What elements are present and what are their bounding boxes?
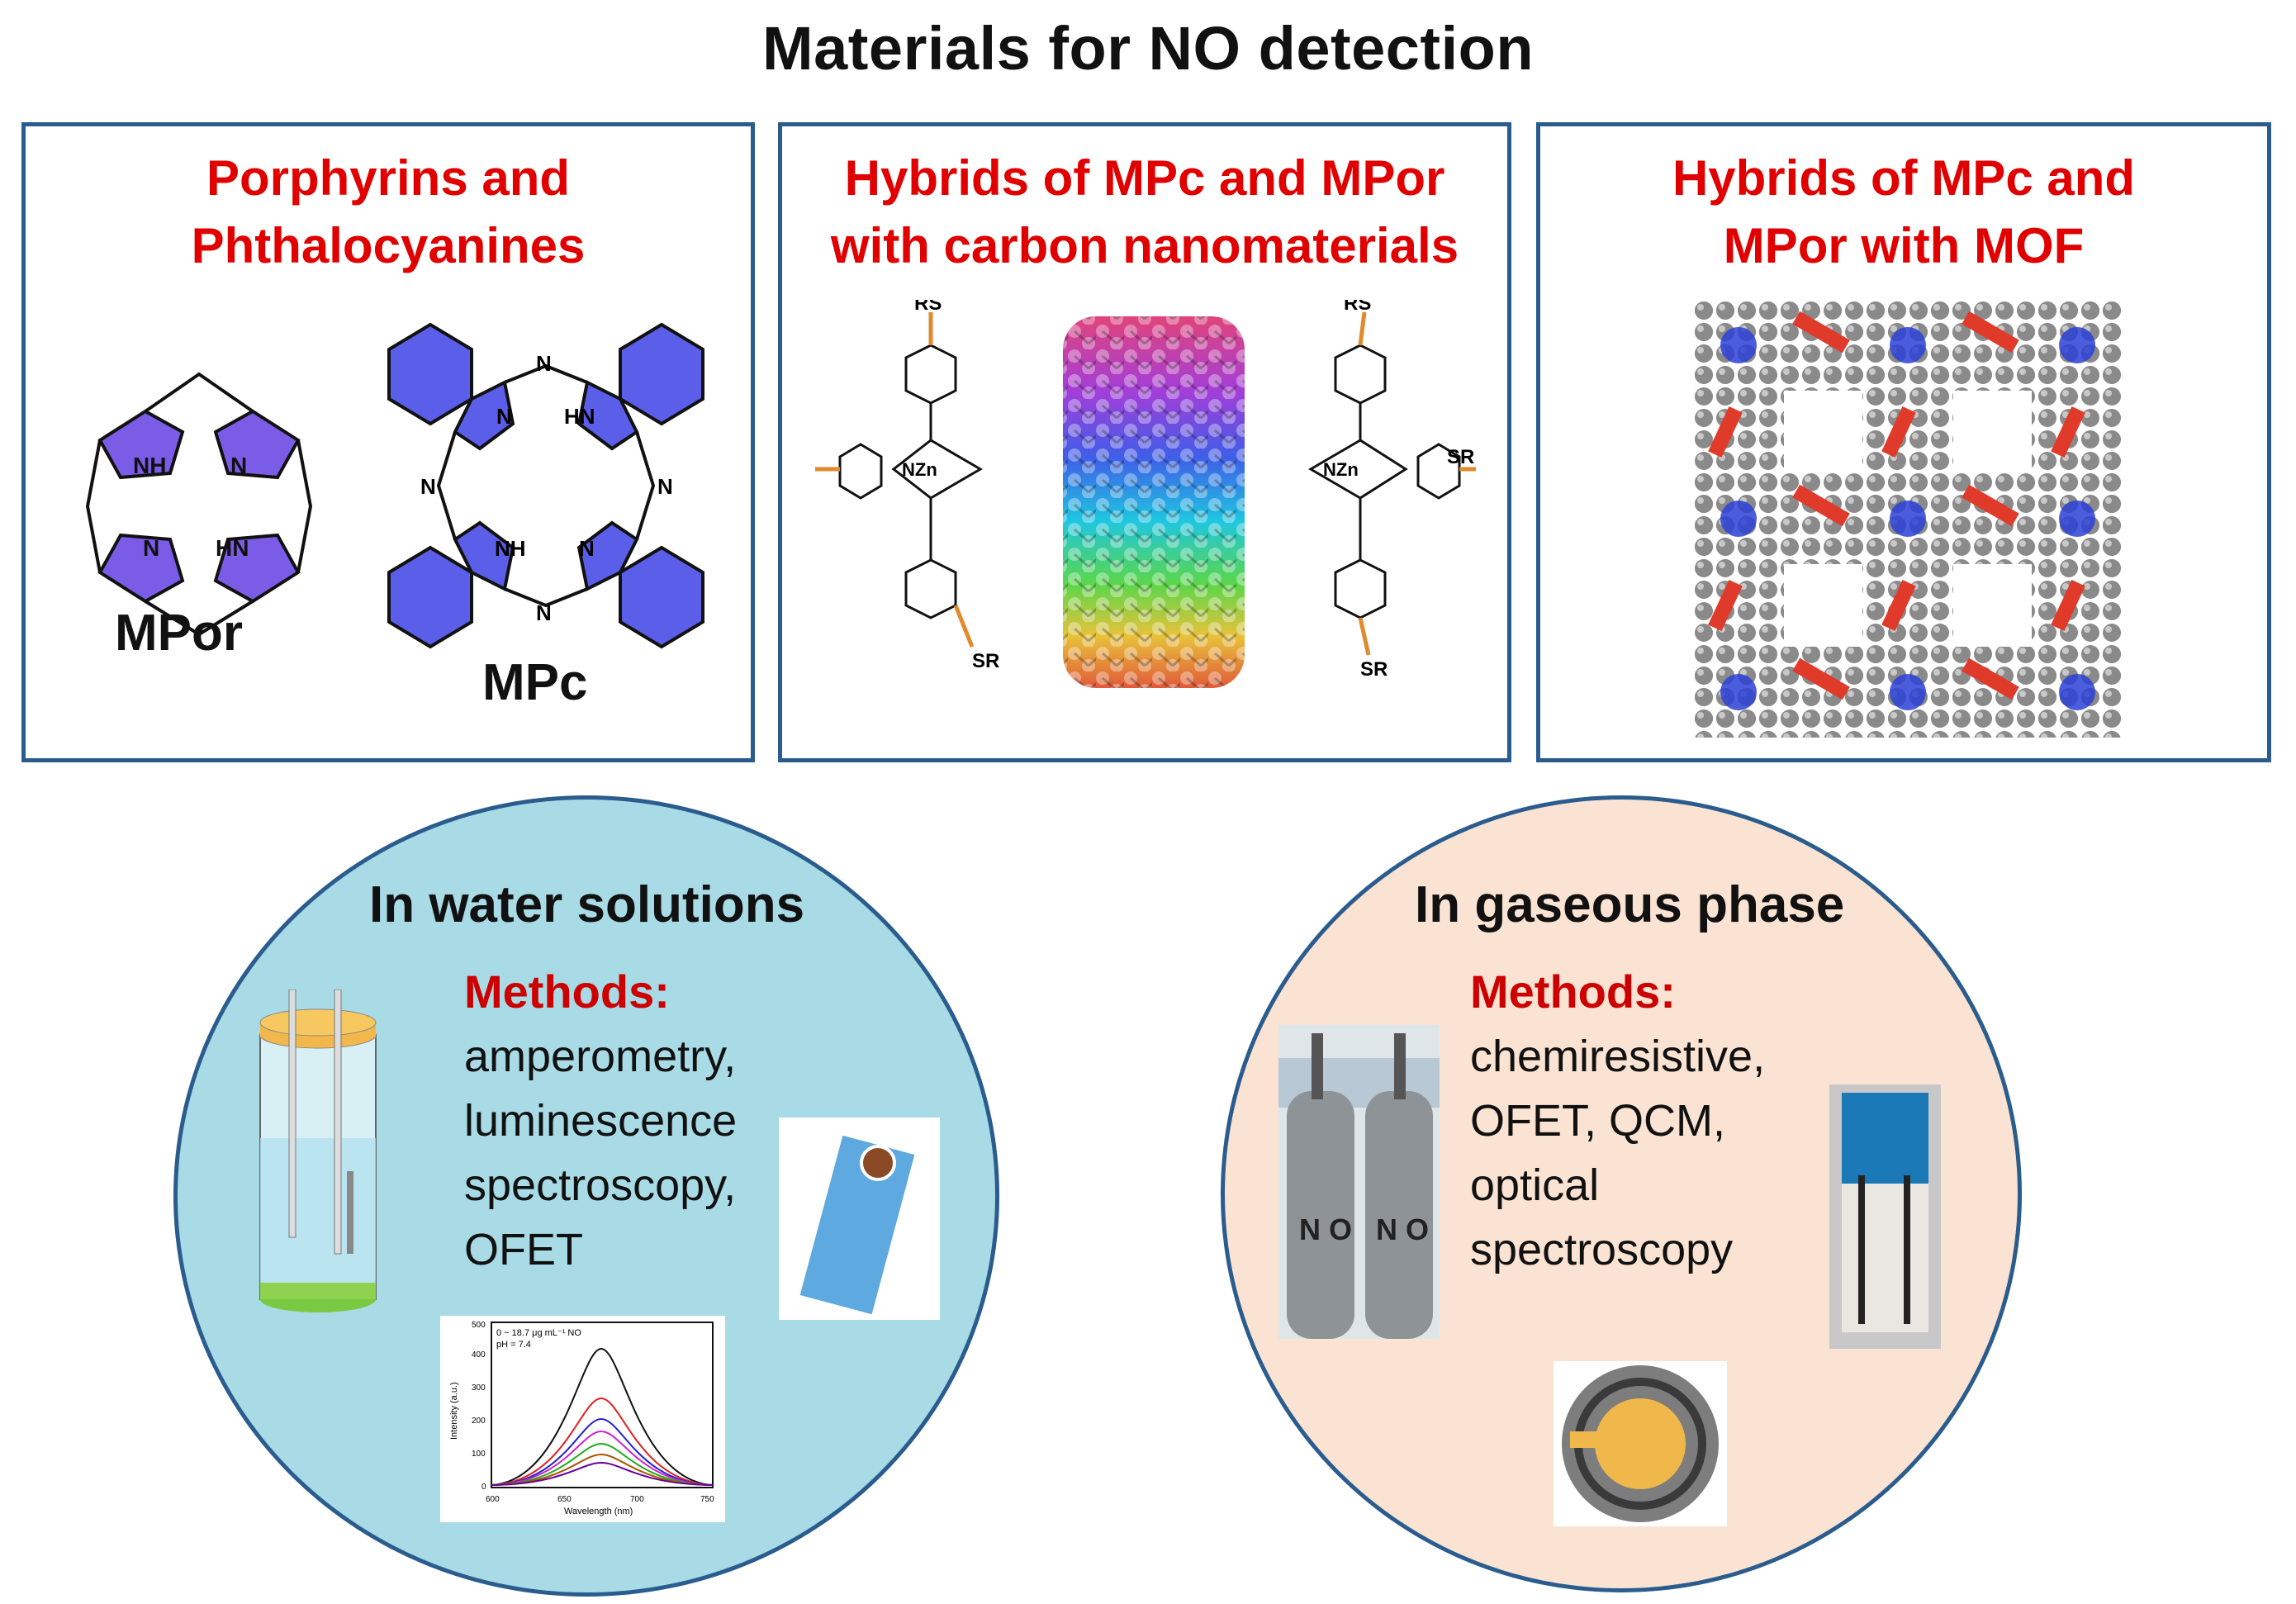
main-title: Materials for NO detection <box>761 14 1535 83</box>
panel-3-title: Hybrids of MPc and MPor with MOF <box>1540 145 2267 280</box>
water-methods-list: amperometry, luminescence spectroscopy, … <box>464 1024 737 1282</box>
spectrum-legend-2: pH = 7.4 <box>496 1340 531 1350</box>
mpc-hn: HN <box>564 404 595 429</box>
gas-methods-list: chemiresistive, OFET, QCM, optical spect… <box>1470 1024 1765 1282</box>
panel-1-title-line-1: Porphyrins and <box>206 150 571 206</box>
label-sr-bottom-right: SR <box>1360 658 1388 681</box>
panel-2-title-line-1: Hybrids of MPc and MPor <box>844 150 1445 206</box>
xtick-650: 650 <box>557 1495 572 1504</box>
chip-sensor-image <box>1829 1084 1941 1349</box>
mpor-label: MPor <box>115 605 243 662</box>
circular-electrode-image <box>1554 1361 1727 1526</box>
label-nzn-right: NZn <box>1323 459 1359 480</box>
mpor-n2: N <box>143 535 159 561</box>
gas-methods-label: Methods: <box>1470 966 1676 1018</box>
panel-3-title-line-1: Hybrids of MPc and <box>1672 150 2136 206</box>
mpc-label: MPc <box>482 654 588 711</box>
panel-carbon-hybrids: Hybrids of MPc and MPor with carbon nano… <box>778 122 1511 762</box>
panel-2-title-line-2: with carbon nanomaterials <box>830 218 1459 273</box>
mof-framework <box>1693 300 2123 738</box>
water-methods-label: Methods: <box>464 966 670 1018</box>
water-method-4: OFET <box>464 1225 583 1274</box>
label-rs-top-left: RS <box>914 300 942 315</box>
test-strip-image <box>779 1118 940 1320</box>
mpc-n: N <box>496 404 512 429</box>
ytick-300: 300 <box>472 1383 486 1393</box>
xtick-700: 700 <box>630 1495 644 1504</box>
mpc-nh: NH <box>495 536 526 561</box>
label-rs-top-right: RS <box>1344 300 1371 315</box>
mpor-hn: HN <box>216 535 249 561</box>
mpor-n1: N <box>230 453 247 478</box>
label-sr-bottom-left: SR <box>972 650 999 672</box>
gas-method-2: OFET, QCM, <box>1470 1096 1725 1146</box>
gas-method-3: optical <box>1470 1160 1600 1210</box>
gas-title: In gaseous phase <box>1415 876 1845 933</box>
mpc-n-bottom: N <box>536 600 552 625</box>
mpc-structure: N N HN N N NH N N <box>387 322 704 649</box>
gas-cylinders-image: N O N O <box>1278 1025 1440 1339</box>
ytick-400: 400 <box>472 1350 486 1360</box>
water-method-1: amperometry, <box>464 1032 737 1081</box>
panel-1-title-line-2: Phthalocyanines <box>191 218 586 273</box>
mpor-structure: NH N N HN <box>85 372 313 637</box>
panel-3-title-line-2: MPor with MOF <box>1723 218 2085 273</box>
water-method-2: luminescence <box>464 1096 738 1146</box>
ytick-0: 0 <box>481 1483 486 1492</box>
cylinder-2-label: N O <box>1376 1212 1429 1246</box>
label-sr-right: SR <box>1447 446 1474 468</box>
spectrum-xlabel: Wavelength (nm) <box>564 1507 633 1516</box>
panel-porphyrins: Porphyrins and Phthalocyanines NH N N HN… <box>21 122 755 762</box>
xtick-600: 600 <box>486 1495 500 1504</box>
water-title: In water solutions <box>369 876 805 933</box>
cylinder-1-label: N O <box>1299 1212 1352 1246</box>
mpc-n-right: N <box>657 474 673 499</box>
mpc-n-top: N <box>536 351 552 376</box>
panel-1-title: Porphyrins and Phthalocyanines <box>26 145 751 280</box>
zn-phthalocyanine-nanotube: RS RS SR SR RS SR NZn NZn <box>815 300 1476 688</box>
xtick-750: 750 <box>700 1495 714 1504</box>
ytick-200: 200 <box>472 1417 486 1426</box>
spectrum-ylabel: Intensity (a.u.) <box>449 1382 459 1440</box>
ytick-100: 100 <box>472 1450 486 1459</box>
label-nzn-left: NZn <box>902 459 937 480</box>
gaseous-phase-circle: In gaseous phase Methods: chemiresistive… <box>1221 795 2022 1592</box>
ytick-500: 500 <box>472 1321 486 1330</box>
mpc-n2: N <box>579 536 595 561</box>
panel-2-title: Hybrids of MPc and MPor with carbon nano… <box>782 145 1507 280</box>
water-solutions-circle: In water solutions Methods: amperometry,… <box>173 795 999 1597</box>
mpc-n-left: N <box>420 474 436 499</box>
water-method-3: spectroscopy, <box>464 1160 737 1210</box>
gas-method-1: chemiresistive, <box>1470 1032 1766 1081</box>
panel-mof-hybrids: Hybrids of MPc and MPor with MOF <box>1536 122 2271 762</box>
spectrum-legend-1: 0 ~ 18.7 μg mL⁻¹ NO <box>496 1328 581 1338</box>
gas-method-4: spectroscopy <box>1470 1225 1734 1274</box>
luminescence-spectrum-chart: 0 ~ 18.7 μg mL⁻¹ NO pH = 7.4 Intensity (… <box>440 1316 725 1522</box>
mpor-nh: NH <box>133 453 166 478</box>
electrochemical-cell-icon <box>259 989 377 1312</box>
